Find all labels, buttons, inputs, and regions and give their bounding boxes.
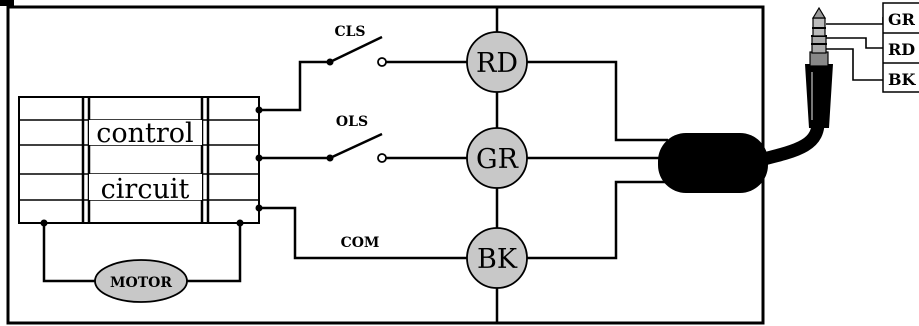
bk-leader (826, 48, 883, 81)
motor-ellipse (94, 259, 188, 303)
rd-leader (826, 37, 883, 49)
terminal-rd: RD (466, 31, 528, 93)
terminal-gr: GR (466, 127, 528, 189)
terminal-bk: BK (466, 227, 528, 289)
audio-jack-plug (805, 6, 833, 128)
cls-switch: CLS (259, 24, 467, 112)
terminal-gr-label: GR (476, 144, 519, 175)
rd-wire (527, 60, 668, 142)
control-label: control (96, 118, 193, 149)
plug-legend-rd: RD (888, 40, 915, 59)
corner-marker (0, 0, 14, 6)
cable-grommet (658, 133, 768, 193)
cls-label: CLS (334, 24, 365, 40)
com-label: COM (341, 235, 380, 251)
ols-switch: OLS (259, 114, 467, 163)
plug-legend-bk: BK (888, 70, 917, 89)
circuit-label: circuit (101, 174, 190, 205)
plug-legend: GR RD BK (882, 2, 919, 93)
motor-label: MOTOR (110, 275, 172, 291)
bk-wire (527, 180, 668, 260)
terminal-rd-label: RD (476, 48, 518, 79)
motor: MOTOR (42, 223, 242, 303)
control-circuit-block: control circuit (18, 96, 260, 224)
ols-label: OLS (336, 114, 368, 130)
terminal-bk-label: BK (477, 244, 518, 275)
com-line: COM (259, 206, 467, 260)
gr-leader (826, 17, 884, 25)
plug-legend-gr: GR (888, 10, 916, 29)
